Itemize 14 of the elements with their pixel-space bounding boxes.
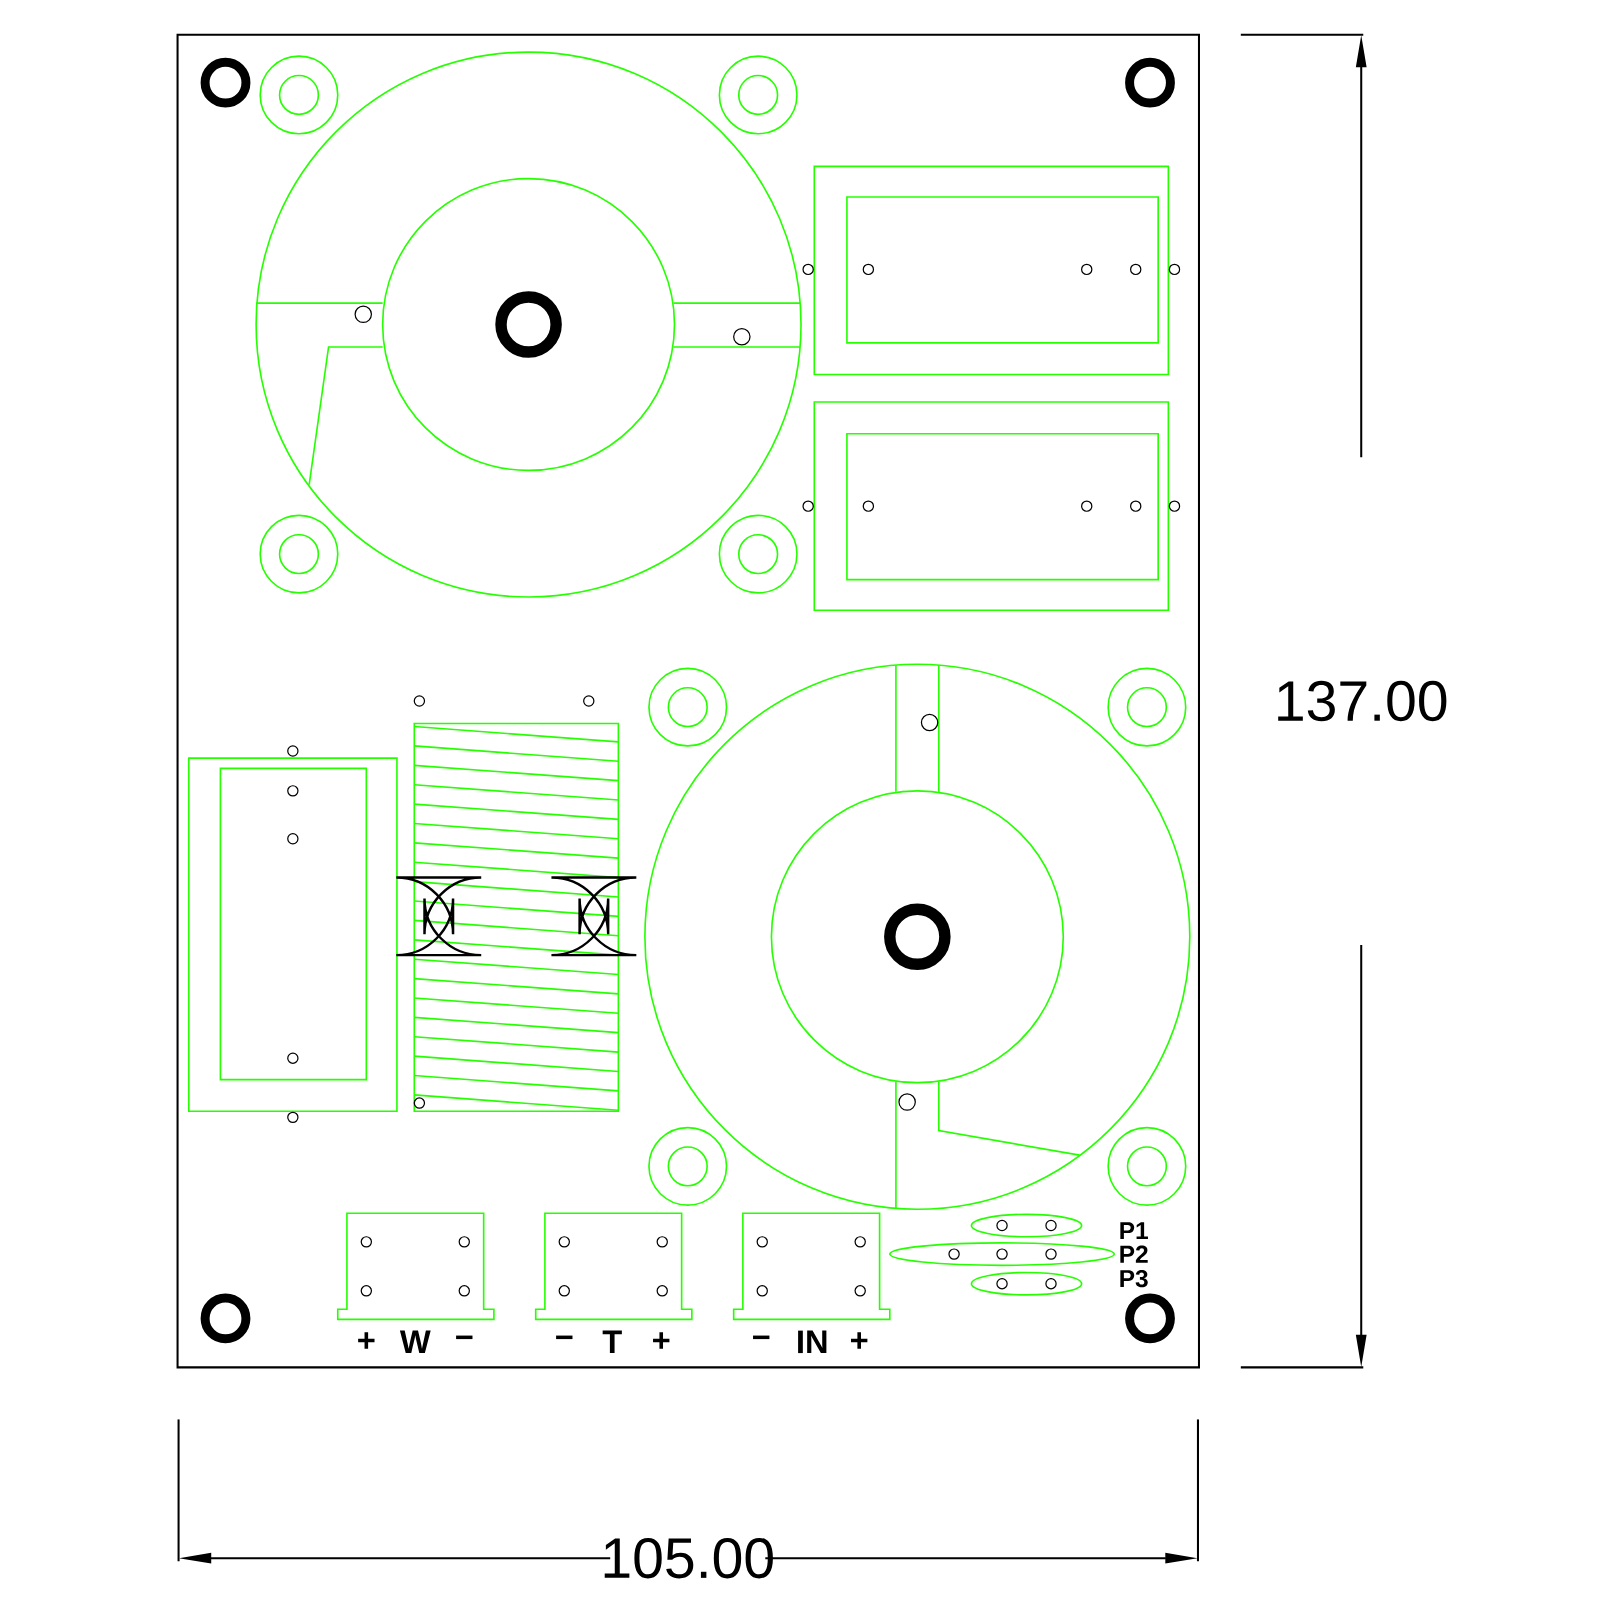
pad-label: P2 bbox=[1120, 1245, 1148, 1263]
pad-label: P1 bbox=[1120, 1222, 1148, 1240]
pin-label: + bbox=[358, 1332, 375, 1349]
pin-label: T bbox=[602, 1330, 622, 1354]
pin-label: − bbox=[556, 1335, 573, 1340]
pin-label: − bbox=[456, 1335, 473, 1340]
pad-label: P3 bbox=[1120, 1269, 1148, 1288]
pin-label: W bbox=[399, 1330, 431, 1354]
pin-label: IN bbox=[798, 1330, 827, 1354]
dimension-text: 137.00 bbox=[1278, 680, 1447, 722]
dimension-text: 105.00 bbox=[604, 1537, 773, 1579]
pin-label: − bbox=[753, 1335, 770, 1340]
pin-label: + bbox=[653, 1332, 670, 1349]
pin-label: + bbox=[851, 1332, 868, 1349]
